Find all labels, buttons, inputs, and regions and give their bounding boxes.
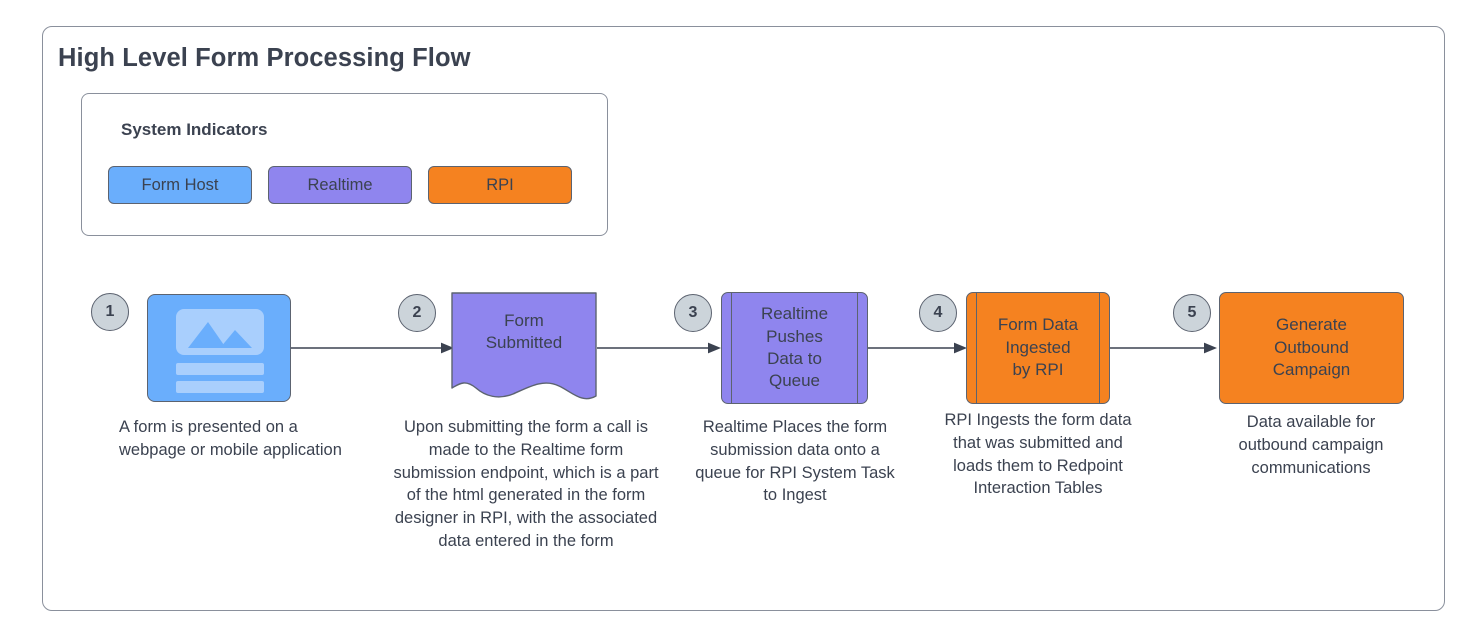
connector-2-to-3 bbox=[597, 341, 722, 355]
node-form-data-ingested-label: Form Data Ingested by RPI bbox=[997, 315, 1079, 380]
process-rail-left bbox=[976, 291, 977, 405]
process-rail-right bbox=[1099, 291, 1100, 405]
node-generate-outbound-campaign[interactable]: Generate Outbound Campaign bbox=[1219, 292, 1404, 404]
mountain-icon bbox=[188, 322, 252, 348]
legend-panel bbox=[81, 93, 608, 236]
step-number-label: 2 bbox=[412, 304, 422, 321]
image-placeholder-icon bbox=[176, 309, 264, 355]
node-form-submitted[interactable] bbox=[451, 292, 597, 404]
tile-line-2 bbox=[176, 381, 264, 393]
node-realtime-pushes-label: Realtime Pushes Data to Queue bbox=[760, 304, 829, 391]
legend-item-realtime[interactable]: Realtime bbox=[268, 166, 412, 204]
node-form-data-ingested-by-rpi[interactable]: Form Data Ingested by RPI bbox=[966, 291, 1110, 405]
legend-item-label: Realtime bbox=[307, 175, 373, 194]
step-caption-5: Data available for outbound campaign com… bbox=[1238, 413, 1384, 477]
node-realtime-pushes-data-to-queue[interactable]: Realtime Pushes Data to Queue bbox=[721, 291, 868, 405]
step-number-3: 3 bbox=[674, 294, 712, 332]
step-number-2: 2 bbox=[398, 294, 436, 332]
step-number-1: 1 bbox=[91, 293, 129, 331]
step-number-label: 3 bbox=[688, 304, 698, 321]
step-caption-1: A form is presented on a webpage or mobi… bbox=[119, 418, 342, 459]
step-caption-4: RPI Ingests the form data that was submi… bbox=[944, 411, 1132, 498]
step-number-5: 5 bbox=[1173, 294, 1211, 332]
step-number-label: 4 bbox=[933, 304, 943, 321]
step-number-4: 4 bbox=[919, 294, 957, 332]
process-rail-right bbox=[857, 291, 858, 405]
page-title: High Level Form Processing Flow bbox=[58, 44, 471, 72]
legend-title: System Indicators bbox=[121, 120, 268, 139]
legend-item-label: RPI bbox=[486, 175, 514, 194]
connector-3-to-4 bbox=[868, 341, 968, 355]
legend-item-form-host[interactable]: Form Host bbox=[108, 166, 252, 204]
step-caption-2: Upon submitting the form a call is made … bbox=[393, 418, 659, 550]
legend-item-rpi[interactable]: RPI bbox=[428, 166, 572, 204]
tile-line-1 bbox=[176, 363, 264, 375]
legend-item-label: Form Host bbox=[141, 175, 219, 194]
process-rail-left bbox=[731, 291, 732, 405]
step-number-label: 1 bbox=[105, 303, 115, 320]
step-caption-3: Realtime Places the form submission data… bbox=[695, 418, 895, 505]
connector-1-to-2 bbox=[291, 341, 455, 355]
node-form-host-tile[interactable] bbox=[147, 294, 291, 402]
step-number-label: 5 bbox=[1187, 304, 1197, 321]
connector-4-to-5 bbox=[1110, 341, 1218, 355]
